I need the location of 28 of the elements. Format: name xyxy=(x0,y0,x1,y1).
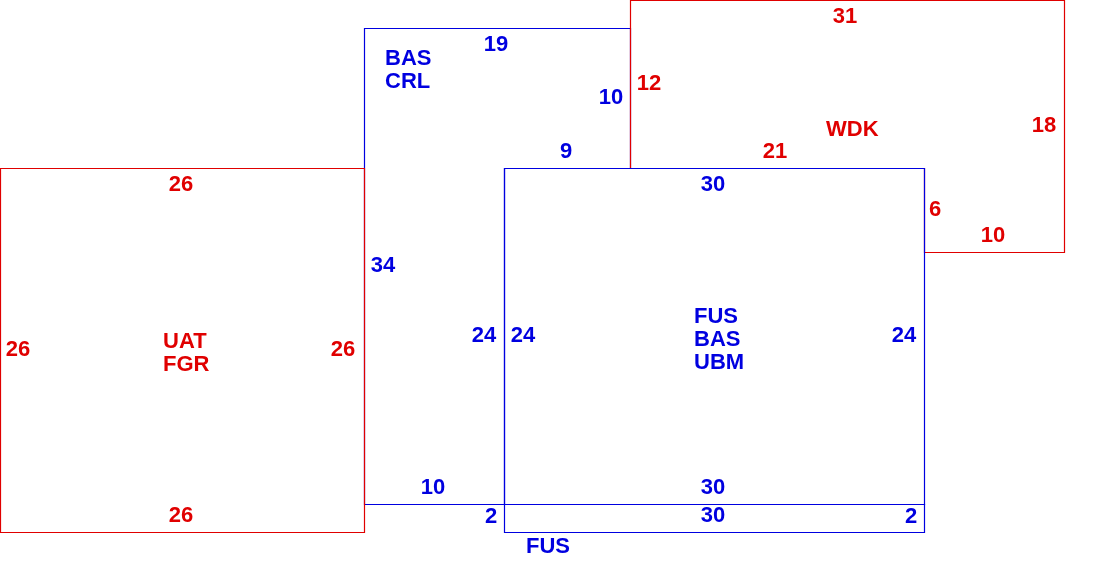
room-name: WDK xyxy=(826,117,879,140)
dimension-label: 30 xyxy=(700,172,726,196)
dimension-label: 30 xyxy=(700,475,726,499)
dimension-label: 24 xyxy=(891,323,917,347)
dimension-label: 6 xyxy=(928,197,942,221)
dimension-label: 2 xyxy=(484,504,498,528)
dimension-label: 26 xyxy=(330,337,356,361)
dimension-label: 24 xyxy=(510,323,536,347)
dimension-label: 31 xyxy=(832,4,858,28)
dimension-label: 30 xyxy=(700,503,726,527)
dimension-label: 18 xyxy=(1031,113,1057,137)
dimension-label: 19 xyxy=(483,32,509,56)
room-name: UAT FGR xyxy=(163,329,210,375)
dimension-label: 12 xyxy=(636,71,662,95)
dimension-label: 26 xyxy=(168,503,194,527)
dimension-label: 26 xyxy=(168,172,194,196)
room-name: FUS BAS UBM xyxy=(694,304,745,373)
dimension-label: 9 xyxy=(559,139,573,163)
dimension-label: 21 xyxy=(762,139,788,163)
dimension-label: 10 xyxy=(598,85,624,109)
dimension-label: 24 xyxy=(471,323,497,347)
dimension-label: 2 xyxy=(904,504,918,528)
room-name: BAS CRL xyxy=(385,46,432,92)
dimension-label: 10 xyxy=(980,223,1006,247)
dimension-label: 10 xyxy=(420,475,446,499)
dimension-label: 26 xyxy=(5,337,31,361)
room-name: FUS xyxy=(526,534,570,557)
dimension-label: 34 xyxy=(370,253,396,277)
